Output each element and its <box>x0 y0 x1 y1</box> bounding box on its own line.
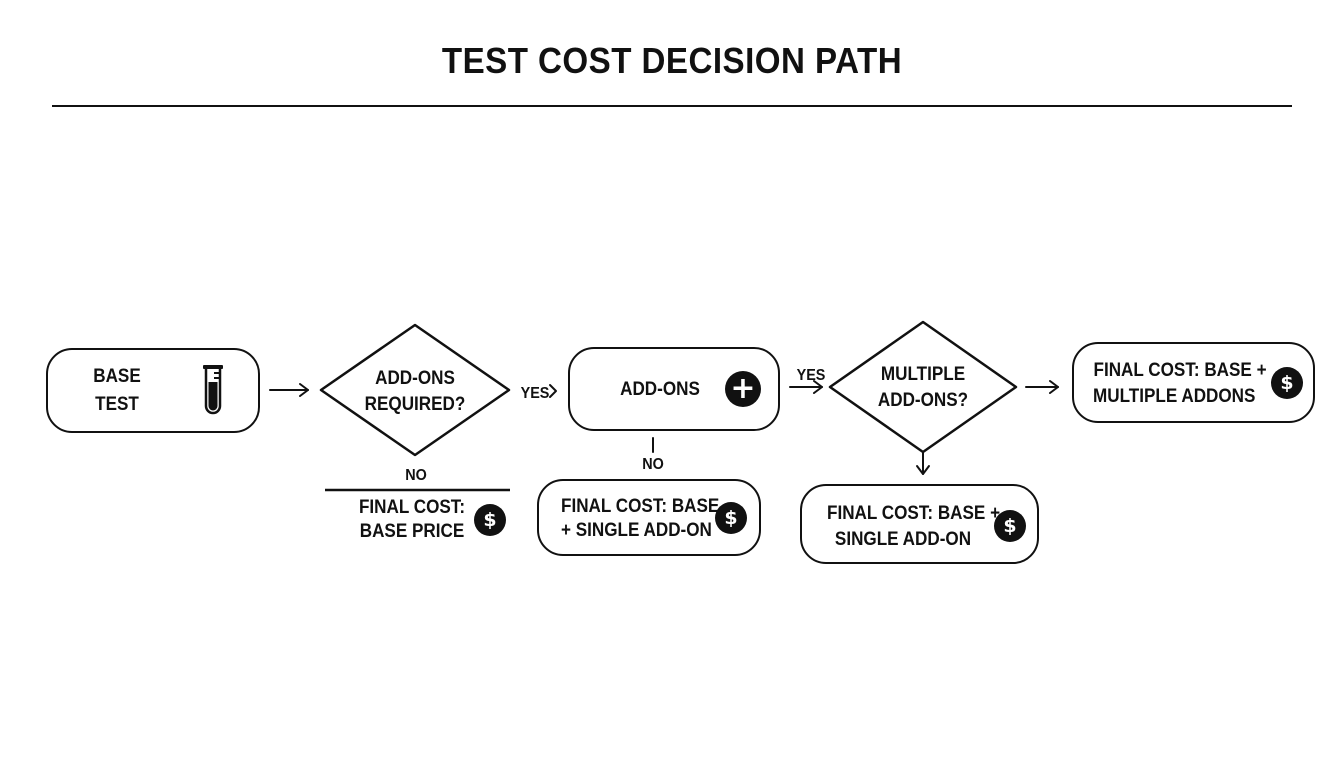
node-final-multiple: FINAL COST: BASE + MULTIPLE ADDONS $ <box>1072 342 1315 423</box>
title-divider <box>52 105 1292 107</box>
page-title: TEST COST DECISION PATH <box>441 40 903 81</box>
edge-label-yes: YES <box>520 385 550 402</box>
node-final-base-price-line1: FINAL COST: <box>358 497 466 518</box>
node-final-multiple-line2: MULTIPLE ADDONS <box>1093 386 1256 407</box>
node-final-single-b-line1: FINAL COST: BASE + <box>827 503 1001 524</box>
node-final-multiple-line1: FINAL COST: BASE + <box>1093 360 1267 381</box>
dollar-icon: $ <box>474 504 506 536</box>
node-addons: ADD-ONS + <box>568 347 780 431</box>
edge-label-no-addons: NO <box>642 456 664 473</box>
dollar-icon: $ <box>994 510 1026 542</box>
node-final-single-b-line2: SINGLE ADD-ON <box>834 529 972 550</box>
node-final-single-b: FINAL COST: BASE + SINGLE ADD-ON $ <box>800 484 1039 564</box>
edge-label-no: NO <box>405 467 427 484</box>
decision-addons-required-line2: REQUIRED? <box>364 394 466 415</box>
node-addons-label: ADD-ONS <box>620 379 700 400</box>
dollar-icon: $ <box>1271 367 1303 399</box>
node-base-test-line1: BASE <box>93 366 141 387</box>
test-tube-icon <box>203 365 223 415</box>
node-final-single-a-line2: + SINGLE ADD-ON <box>561 520 712 541</box>
node-base-test-line2: TEST <box>95 394 139 415</box>
node-final-single-a-line1: FINAL COST: BASE <box>561 496 720 517</box>
plus-circle-icon: + <box>725 371 761 407</box>
decision-multiple-addons <box>828 320 1018 454</box>
node-base-test: BASE TEST <box>46 348 260 433</box>
decision-addons-required <box>319 323 511 457</box>
dollar-icon: $ <box>715 502 747 534</box>
decision-multiple-line1: MULTIPLE <box>880 364 966 385</box>
node-final-base-price-line2: BASE PRICE <box>359 521 465 542</box>
decision-multiple-line2: ADD-ONS? <box>877 390 969 411</box>
node-final-single-a: FINAL COST: BASE + SINGLE ADD-ON $ <box>537 479 761 556</box>
decision-addons-required-line1: ADD-ONS <box>375 368 455 389</box>
arrow-yes-to-addons <box>549 384 557 398</box>
edge-label-yes-multiple: YES <box>796 367 826 384</box>
